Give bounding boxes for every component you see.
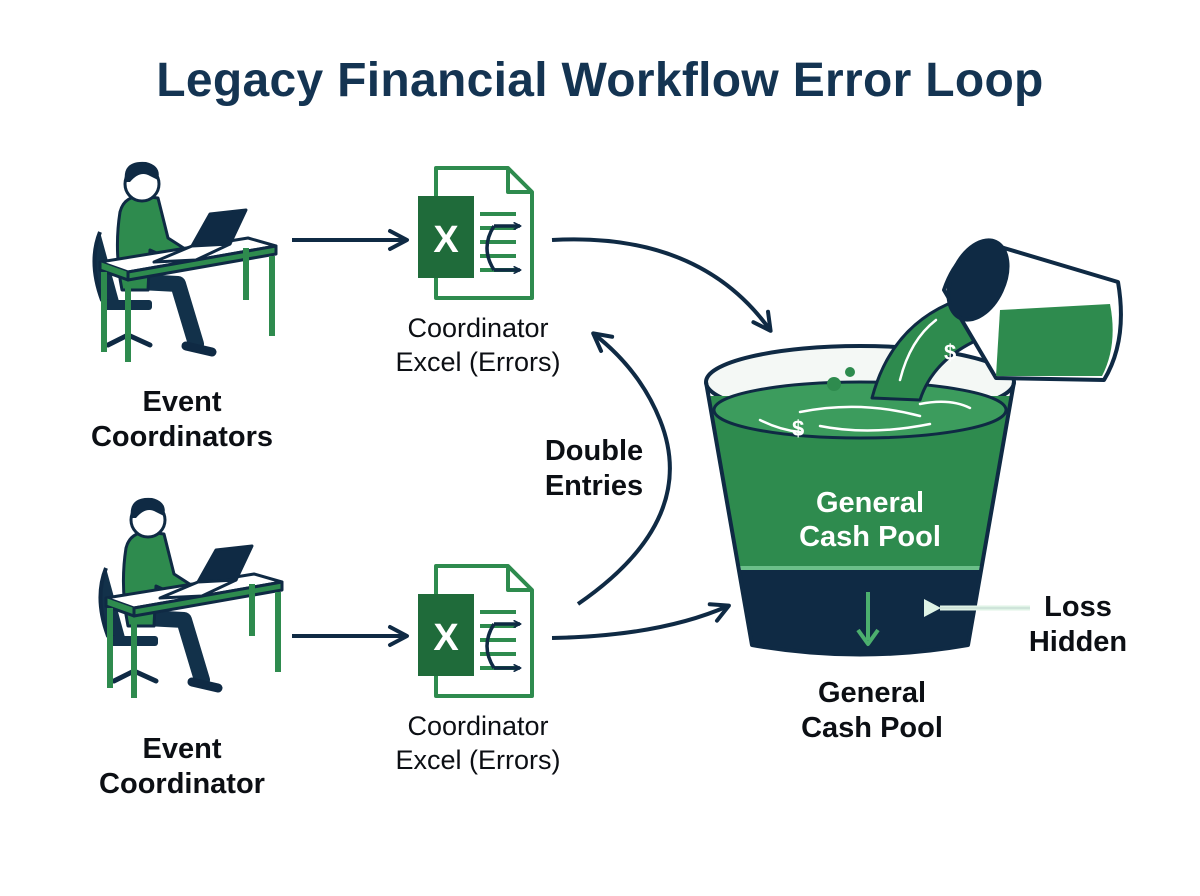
pouring-cup-icon: $ $	[827, 238, 1123, 402]
svg-text:$: $	[944, 340, 956, 365]
excel-top-label-line2: Excel (Errors)	[395, 347, 560, 377]
excel-file-icon: X	[418, 166, 534, 300]
cash-pool-bucket-icon: $	[704, 344, 1016, 657]
svg-text:$: $	[792, 416, 804, 441]
arrow-excel-bottom-to-pool	[551, 602, 731, 640]
excel-bottom-label-line1: Coordinator	[407, 711, 548, 741]
excel-bottom-label-line2: Excel (Errors)	[395, 745, 560, 775]
pool-label-line2: Cash Pool	[801, 712, 943, 744]
excel-file-icon: X	[418, 564, 534, 698]
pool-inner-label-line2: Cash Pool	[799, 521, 941, 553]
person-at-laptop-icon	[92, 161, 278, 362]
coordinators-top-label-line1: Event	[143, 386, 222, 418]
person-at-laptop-icon	[98, 497, 284, 698]
excel-top-label-line1: Coordinator	[407, 313, 548, 343]
coordinator-bottom-label-line1: Event	[143, 733, 222, 765]
double-entries-label-line2: Entries	[545, 470, 643, 502]
double-entries-label-line1: Double	[545, 435, 643, 467]
svg-text:X: X	[433, 219, 459, 261]
svg-text:X: X	[433, 617, 459, 659]
loss-hidden-label-line2: Hidden	[1029, 626, 1127, 658]
pool-label-line1: General	[818, 677, 926, 709]
loss-hidden-label-line1: Loss	[1044, 591, 1112, 623]
pool-inner-label-line1: General	[816, 487, 924, 519]
coordinator-bottom-label-line2: Coordinator	[99, 768, 265, 800]
coordinators-top-label-line2: Coordinators	[91, 421, 273, 453]
arrow-excel-top-to-pool	[551, 237, 773, 333]
arrow-double-entries-loop	[576, 331, 672, 606]
diagram-title: Legacy Financial Workflow Error Loop	[156, 54, 1043, 107]
